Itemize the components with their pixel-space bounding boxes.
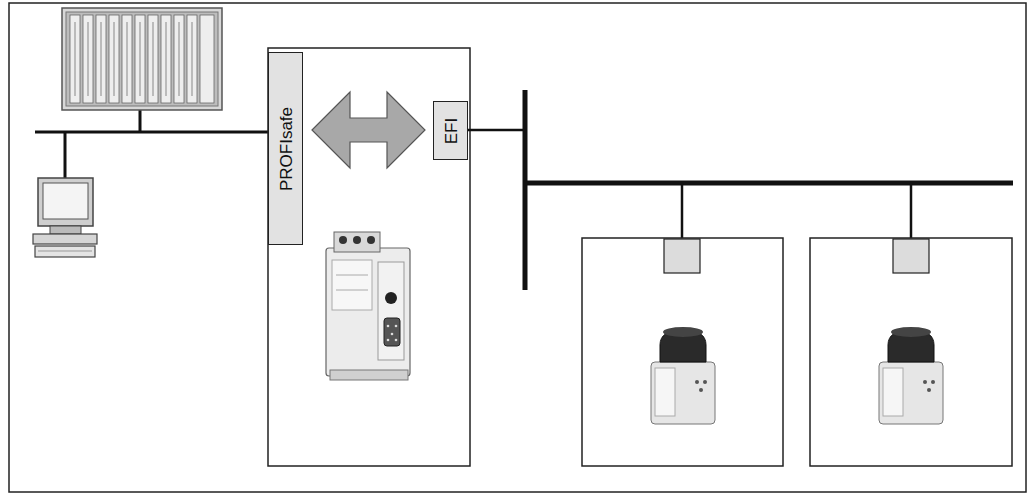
laser-scanner xyxy=(879,327,943,424)
computer-icon xyxy=(33,178,97,257)
profisafe-interface: PROFIsafe xyxy=(268,52,303,245)
laser-scanner xyxy=(651,327,715,424)
frame xyxy=(9,3,1026,492)
interface-label: PROFIsafe xyxy=(277,106,294,190)
bus-bar xyxy=(523,90,528,290)
plc-rack xyxy=(62,8,222,110)
bus-drop xyxy=(64,132,67,180)
interface-label: EFI xyxy=(442,117,459,143)
bus-line xyxy=(35,131,268,134)
data-exchange-arrow xyxy=(312,92,425,168)
bus-drop xyxy=(910,183,913,240)
connector-port xyxy=(664,239,700,273)
efi-interface: EFI xyxy=(433,101,468,160)
gateway-device xyxy=(326,232,410,380)
scanner-box xyxy=(582,238,783,466)
connector-port xyxy=(893,239,929,273)
bus-line xyxy=(468,129,525,132)
bus-drop xyxy=(139,110,142,132)
scanner-box xyxy=(810,238,1012,466)
bus-line xyxy=(525,181,1013,186)
gateway-box xyxy=(268,48,470,466)
bus-drop xyxy=(681,183,684,240)
